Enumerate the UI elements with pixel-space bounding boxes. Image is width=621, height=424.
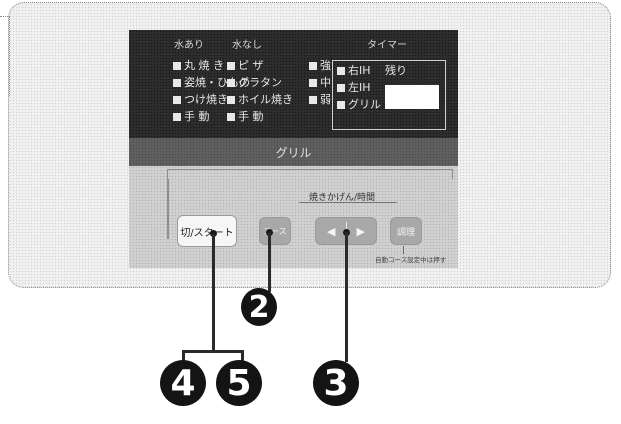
indicator-icon: [337, 101, 345, 109]
grill-control-panel: 水あり 水なし タイマー 丸 焼 き 姿焼・ひもの つけ焼き 手 動 ピ ザ グ…: [129, 30, 458, 268]
grill-bracket: [167, 169, 453, 179]
bracket-line: [167, 179, 169, 239]
heat-item-3: 弱: [309, 91, 331, 108]
indicator-icon: [227, 96, 235, 104]
mode-item-1-3: つけ焼き: [173, 91, 228, 108]
callout-5: 5: [216, 360, 262, 406]
leader-course: [268, 232, 271, 292]
indicator-icon: [337, 84, 345, 92]
heat-item-1: 強: [309, 57, 331, 74]
callout-2: 2: [241, 288, 277, 326]
leader-start-horizontal: [182, 350, 244, 353]
course-button[interactable]: コース: [259, 217, 291, 245]
timer-item-3: グリル: [337, 96, 381, 113]
adjust-caption: 自動コース設定中は押す: [375, 256, 447, 264]
leader-start-vertical: [212, 234, 215, 352]
callout-4: 4: [160, 360, 206, 406]
with-water-header: 水あり: [174, 40, 204, 51]
leader-arrows: [345, 232, 348, 362]
indicator-icon: [173, 79, 181, 87]
indicator-icon: [309, 79, 317, 87]
timer-header: タイマー: [367, 40, 407, 51]
indicator-icon: [173, 113, 181, 121]
timer-item-1: 右IH: [337, 62, 371, 79]
leader-to-4: [182, 350, 185, 364]
callout-3: 3: [313, 360, 359, 406]
mode-item-2-3: ホイル焼き: [227, 91, 293, 108]
timer-remaining-label: 残り: [385, 64, 407, 77]
button-area: 焼きかげん/時間 切/スタート コース ◀ ▶ 調理 自動コース設定中は押す: [129, 166, 458, 268]
indicator-icon: [309, 96, 317, 104]
grill-band: グリル: [129, 138, 458, 166]
indicator-icon: [173, 96, 181, 104]
indicator-icon: [227, 79, 235, 87]
adjust-tick: [403, 246, 404, 254]
frame-pointer: [0, 16, 10, 96]
indicator-icon: [309, 62, 317, 70]
adjust-button[interactable]: 調理: [390, 217, 422, 245]
mode-item-2-2: グラタン: [227, 74, 282, 91]
timer-box: [332, 60, 446, 130]
mode-display: 水あり 水なし タイマー 丸 焼 き 姿焼・ひもの つけ焼き 手 動 ピ ザ グ…: [129, 30, 458, 138]
start-button[interactable]: 切/スタート: [177, 215, 237, 247]
without-water-header: 水なし: [232, 40, 262, 51]
mode-item-1-4: 手 動: [173, 108, 210, 125]
grill-label: グリル: [275, 146, 312, 160]
mode-item-2-4: 手 動: [227, 108, 264, 125]
pointer-dot-start: [210, 230, 217, 237]
left-arrow-icon[interactable]: ◀: [327, 224, 336, 238]
heat-item-2: 中: [309, 74, 331, 91]
timer-screen: [385, 85, 439, 109]
bake-level-label: 焼きかげん/時間: [309, 193, 376, 203]
bake-label-line: [299, 202, 397, 203]
leader-to-5: [241, 350, 244, 364]
mode-item-2-1: ピ ザ: [227, 57, 264, 74]
mode-item-1-1: 丸 焼 き: [173, 57, 224, 74]
right-arrow-icon[interactable]: ▶: [356, 224, 365, 238]
indicator-icon: [227, 62, 235, 70]
timer-item-2: 左IH: [337, 79, 371, 96]
indicator-icon: [173, 62, 181, 70]
indicator-icon: [337, 67, 345, 75]
indicator-icon: [227, 113, 235, 121]
